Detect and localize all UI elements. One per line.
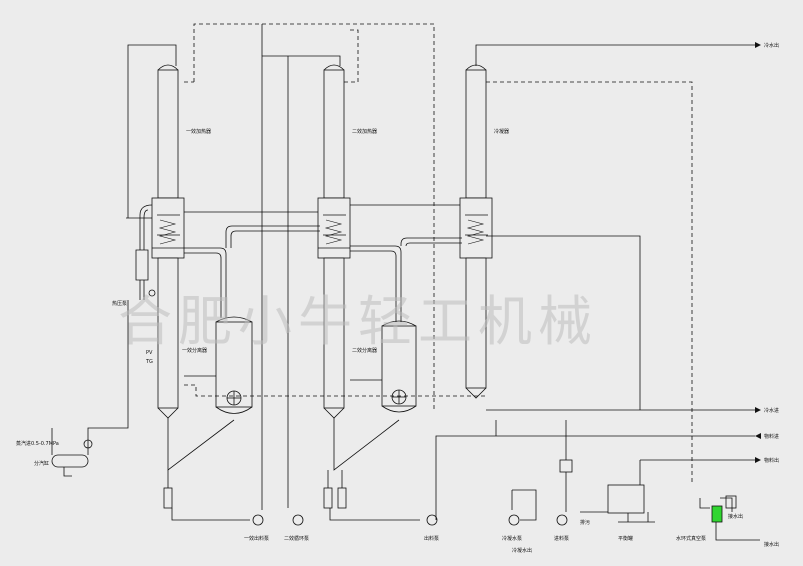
condensate-vessel-1	[163, 487, 173, 509]
thermo-compressor	[126, 44, 177, 300]
vacuum-tank	[725, 495, 737, 509]
label-steam-header: 分汽缸	[34, 460, 49, 467]
watermark: 合肥小牛轻工机械	[118, 290, 598, 353]
vapor-pipes	[184, 225, 462, 322]
label-cool-water-out: 冷水出	[764, 42, 779, 49]
label-condensate-out: 冷凝水出	[512, 547, 532, 554]
label-condensate-pump: 冷凝水泵	[502, 535, 522, 542]
label-heater2: 二效加热器	[352, 128, 377, 135]
label-pump-out: 出料泵	[424, 535, 439, 542]
condensate-vessel-3	[337, 487, 347, 509]
second-effect-heater	[317, 64, 351, 419]
label-separator2: 二效分离器	[352, 347, 377, 354]
condensate-vessel-2	[323, 487, 333, 509]
label-feed-out: 物料出	[764, 457, 779, 464]
balance-tank	[607, 484, 645, 514]
process-lines	[51, 24, 760, 541]
label-drain-outlet: 接水出	[728, 513, 743, 520]
label-feed-in: 物料进	[764, 433, 779, 440]
first-effect-heater	[151, 64, 185, 419]
label-pump2: 二效循环泵	[284, 535, 309, 542]
flow-arrows	[755, 42, 761, 463]
first-effect-separator	[215, 316, 253, 414]
label-pump1: 一效出料泵	[244, 535, 269, 542]
label-separator1: 一效分离器	[182, 347, 207, 354]
label-pv: PV	[146, 350, 153, 356]
label-drain-water-out: 接水出	[764, 541, 779, 548]
label-balance-tank: 平衡罐	[618, 535, 633, 542]
diagram-labels: 一效加热器 二效加热器 冷凝器 一效分离器 二效分离器 热压泵 PV TG 蒸汽…	[16, 42, 779, 554]
steam-header	[51, 439, 93, 468]
vapor-dashed-lines	[184, 23, 693, 484]
label-thermo-pump: 热压泵	[112, 300, 127, 307]
second-effect-separator	[381, 320, 417, 413]
label-condenser: 冷凝器	[494, 128, 509, 135]
label-cool-water-in: 冷水进	[764, 407, 779, 414]
label-feed-pump: 进料泵	[554, 535, 569, 542]
condenser-column	[459, 64, 493, 399]
label-heater1: 一效加热器	[186, 128, 211, 135]
label-steam-inlet: 蒸汽进0.5-0.7MPa	[16, 440, 59, 447]
label-tg: TG	[145, 359, 153, 365]
pumps	[252, 514, 568, 526]
filter	[559, 459, 573, 473]
label-vacuum-pump: 水环式真空泵	[676, 535, 706, 542]
label-vent: 排污	[580, 519, 590, 526]
vacuum-pump	[711, 505, 723, 523]
